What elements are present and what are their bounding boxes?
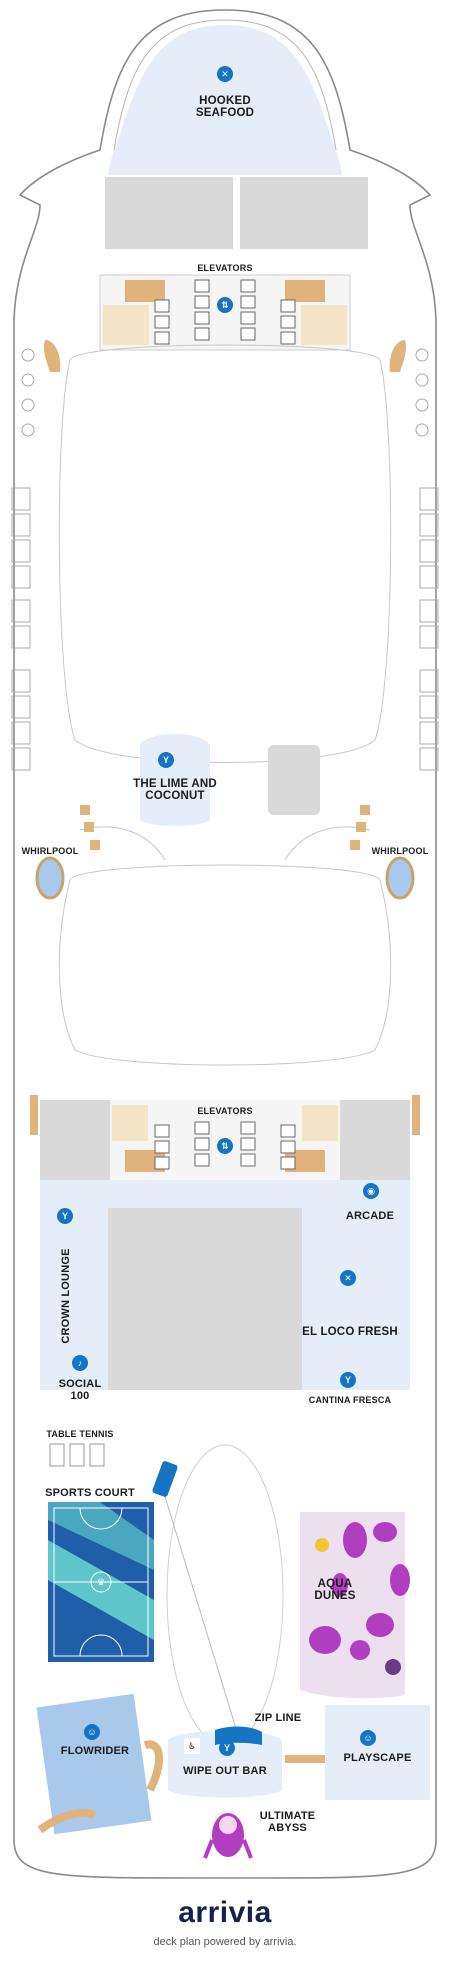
- cocktail-glass-icon: Y: [158, 752, 174, 768]
- restroom-area: [301, 305, 347, 345]
- el-loco-fresh-area[interactable]: [302, 1240, 410, 1390]
- octopus-icon: [385, 1659, 401, 1675]
- restroom-area: [112, 1105, 148, 1141]
- flowrider-area[interactable]: [36, 1693, 152, 1835]
- cocktail-glass-icon: Y: [340, 1372, 356, 1388]
- joystick-icon: ◉: [363, 1183, 379, 1199]
- central-service: [108, 1208, 302, 1390]
- restroom-icon: ♿: [184, 1738, 200, 1754]
- elevators-fwd-label: ELEVATORS: [197, 263, 253, 273]
- side-seating: [11, 348, 439, 771]
- crown-lounge-area[interactable]: [40, 1180, 108, 1390]
- hooked-seafood-area[interactable]: [108, 25, 342, 175]
- elevator-icon: ⇅: [217, 297, 233, 313]
- whirlpool-right-label: WHIRLPOOL: [371, 846, 429, 856]
- table-tennis-label: TABLE TENNIS: [46, 1429, 114, 1439]
- fork-knife-icon: ✕: [340, 1270, 356, 1286]
- service-block: [105, 177, 233, 249]
- royal-caribbean-crown-icon: ♛: [96, 1577, 106, 1587]
- arcade-area[interactable]: [302, 1180, 410, 1240]
- wipe-out-bar-label: WIPE OUT BAR: [183, 1765, 267, 1777]
- playscape-area[interactable]: [325, 1705, 430, 1800]
- ultimate-abyss-slide[interactable]: [203, 1813, 253, 1859]
- whirlpool-right[interactable]: [385, 856, 415, 900]
- service-block: [268, 745, 320, 815]
- cantina-fresca-label: CANTINA FRESCA: [308, 1395, 392, 1405]
- aqua-dunes-shapes: [309, 1522, 410, 1660]
- zip-line-platform[interactable]: [152, 1460, 179, 1497]
- person-sport-icon: ☺: [360, 1730, 376, 1746]
- lime-and-coconut-area[interactable]: [140, 733, 210, 826]
- service-block: [240, 177, 368, 249]
- crown-lounge-label: CROWN LOUNGE: [60, 1248, 72, 1344]
- zip-line-cable: [162, 1489, 239, 1736]
- flowrider-label: FLOWRIDER: [60, 1745, 130, 1757]
- brand-tagline: deck plan powered by arrivia.: [153, 1936, 297, 1948]
- elevators-aft-label: ELEVATORS: [197, 1106, 253, 1116]
- arrivia-logo: arrivia: [178, 1896, 272, 1929]
- cocktail-glass-icon: Y: [219, 1740, 235, 1756]
- whirlpool-left[interactable]: [35, 856, 65, 900]
- elevator-bank-aft: [154, 1121, 296, 1170]
- ship-hull: [13, 9, 437, 1879]
- arcade-label: ARCADE: [345, 1210, 395, 1222]
- elevator-icon: ⇅: [217, 1138, 233, 1154]
- fork-knife-icon: ✕: [217, 66, 233, 82]
- sports-court-label: SPORTS COURT: [45, 1487, 135, 1499]
- cocktail-glass-icon: Y: [57, 1208, 73, 1224]
- playscape-label: PLAYSCAPE: [343, 1752, 412, 1764]
- whirlpool-left-label: WHIRLPOOL: [21, 846, 79, 856]
- elevator-bank-fwd: [154, 279, 296, 345]
- restroom-area: [302, 1105, 338, 1141]
- zip-line-label: ZIP LINE: [254, 1712, 302, 1724]
- table-tennis-tables[interactable]: [49, 1443, 105, 1467]
- person-sport-icon: ☺: [84, 1724, 100, 1740]
- pool-deck: [58, 344, 392, 763]
- music-note-icon: ♪: [72, 1355, 88, 1371]
- el-loco-fresh-label: EL LOCO FRESH: [302, 1326, 398, 1338]
- starfish-icon: [315, 1538, 329, 1552]
- restroom-area: [103, 305, 149, 345]
- sports-court[interactable]: [48, 1502, 154, 1662]
